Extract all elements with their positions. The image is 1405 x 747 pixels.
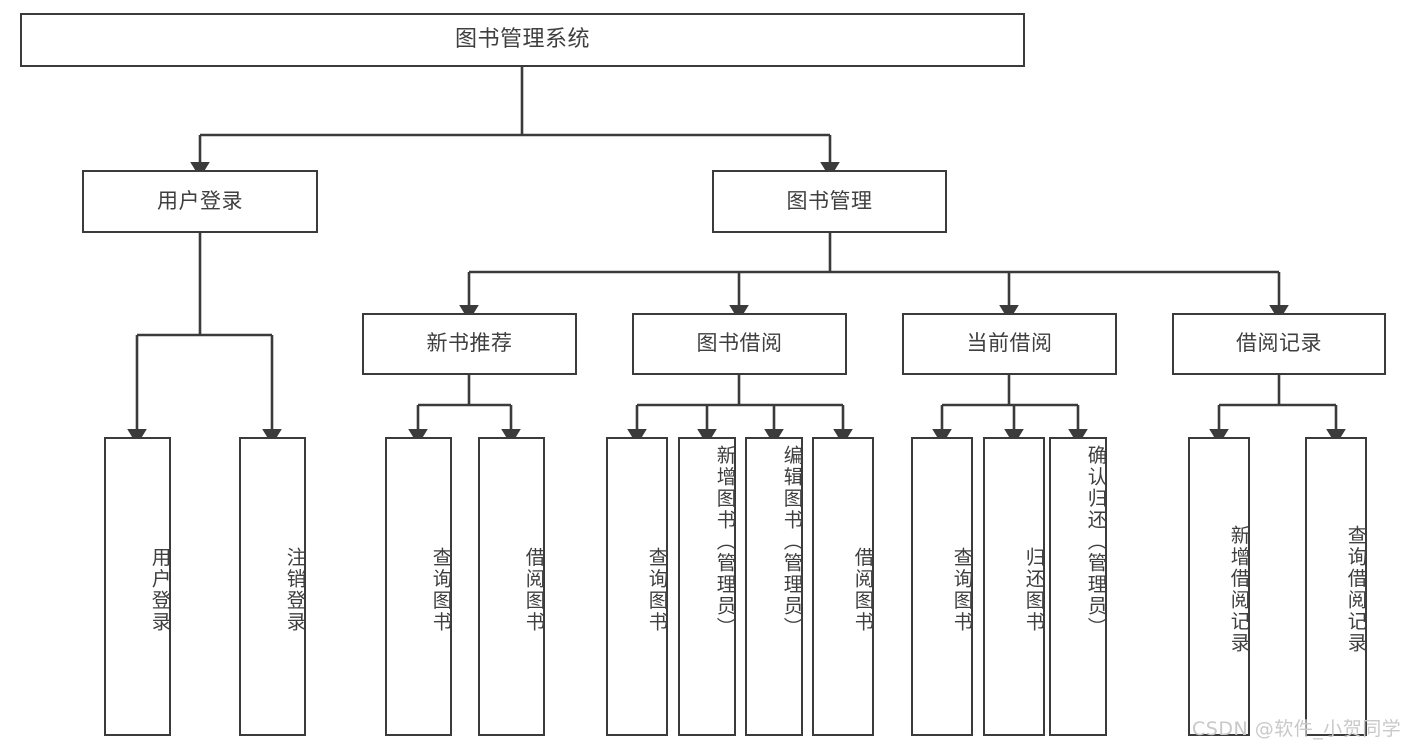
node-leaf-query-borrow-record[interactable]: 查询借阅记录 bbox=[1305, 437, 1367, 736]
node-book-manage[interactable]: 图书管理 bbox=[712, 170, 947, 233]
node-leaf-borrow-book[interactable]: 借阅图书 bbox=[812, 437, 874, 736]
node-leaf-user-login[interactable]: 用户登录 bbox=[104, 437, 171, 736]
node-user-login[interactable]: 用户登录 bbox=[82, 170, 318, 233]
node-book-borrow[interactable]: 图书借阅 bbox=[632, 313, 847, 375]
node-leaf-logout-login[interactable]: 注销登录 bbox=[239, 437, 306, 736]
node-leaf-add-book-admin[interactable]: 新增图书（管理员） bbox=[678, 437, 736, 736]
node-leaf-query-book-recommend[interactable]: 查询图书 bbox=[385, 437, 452, 736]
node-leaf-borrow-book-recommend[interactable]: 借阅图书 bbox=[478, 437, 545, 736]
node-leaf-edit-book-admin[interactable]: 编辑图书（管理员） bbox=[745, 437, 803, 736]
node-leaf-return-book[interactable]: 归还图书 bbox=[983, 437, 1045, 736]
node-new-book-recommend[interactable]: 新书推荐 bbox=[362, 313, 577, 375]
node-leaf-add-borrow-record[interactable]: 新增借阅记录 bbox=[1188, 437, 1250, 736]
node-borrow-record[interactable]: 借阅记录 bbox=[1172, 313, 1386, 375]
node-leaf-query-book-current[interactable]: 查询图书 bbox=[911, 437, 973, 736]
node-leaf-confirm-return-admin[interactable]: 确认归还（管理员） bbox=[1049, 437, 1107, 736]
node-leaf-query-book-borrow[interactable]: 查询图书 bbox=[606, 437, 668, 736]
node-root-system[interactable]: 图书管理系统 bbox=[20, 13, 1025, 67]
node-current-borrow[interactable]: 当前借阅 bbox=[902, 313, 1117, 375]
